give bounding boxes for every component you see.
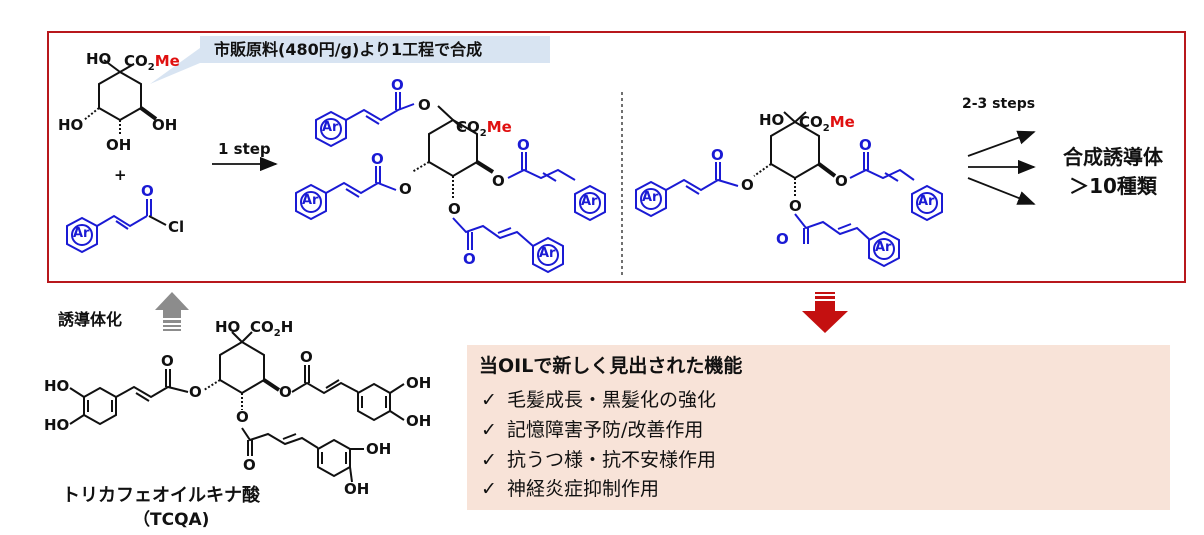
callout-text: 市販原料(480円/g)より1工程で合成 <box>214 40 483 59</box>
co-text: CO <box>250 318 274 336</box>
reaction-arrows-2-3-steps <box>967 130 1036 205</box>
atom-label-o: O <box>391 76 404 94</box>
atom-label-oh: OH <box>366 440 392 458</box>
atom-label-o: O <box>300 348 313 366</box>
atom-label-o: O <box>189 383 202 401</box>
function-item: ✓ 抗うつ様・抗不安様作用 <box>481 445 716 472</box>
atom-label-o: O <box>492 172 505 190</box>
atom-label-ho: HO <box>58 116 84 134</box>
atom-label-o: O <box>236 408 249 426</box>
result-line-2: ＞10種類 <box>1069 174 1157 198</box>
ester-label: CO2Me <box>799 113 855 134</box>
atom-label-o: O <box>776 230 789 248</box>
aryl-label: Ar <box>322 120 339 135</box>
aryl-label: Ar <box>539 246 556 261</box>
atom-label-o: O <box>789 197 802 215</box>
callout-cost-note: 市販原料(480円/g)より1工程で合成 <box>200 36 550 63</box>
function-item: ✓ 神経炎症抑制作用 <box>481 474 659 501</box>
acid-label: CO2H <box>250 318 293 339</box>
callout-pointer <box>150 48 200 84</box>
atom-label-oh: OH <box>406 374 432 392</box>
co-text: CO <box>456 118 480 136</box>
atom-label-o: O <box>859 136 872 154</box>
check-icon: ✓ <box>481 478 497 500</box>
atom-label-o: O <box>141 182 154 200</box>
product-tri-ester-structure <box>635 111 943 268</box>
result-down-arrow <box>802 292 848 333</box>
atom-label-o: O <box>517 136 530 154</box>
subscript-2: 2 <box>147 62 155 73</box>
derivatize-label: 誘導体化 <box>58 310 123 329</box>
aryl-label: Ar <box>918 194 935 209</box>
methyl-text: Me <box>486 118 512 136</box>
atom-label-o: O <box>835 172 848 190</box>
product-tetra-ester-structure <box>295 92 606 274</box>
hydrogen-text: H <box>280 318 294 336</box>
check-icon: ✓ <box>481 449 497 471</box>
step-label-1: 1 step <box>218 140 271 158</box>
co-text: CO <box>799 113 823 131</box>
derivatize-arrow <box>155 292 189 331</box>
result-derivatives: 合成誘導体 ＞10種類 <box>1048 141 1178 199</box>
atom-label-ho: HO <box>44 416 70 434</box>
function-item: ✓ 記憶障害予防/改善作用 <box>481 415 703 442</box>
ester-label: CO2Me <box>456 118 512 139</box>
atom-label-oh: OH <box>344 480 370 498</box>
subscript-2: 2 <box>479 128 487 139</box>
function-item: ✓ 毛髪成長・黒髪化の強化 <box>481 385 716 412</box>
aryl-label: Ar <box>302 193 319 208</box>
subscript-2: 2 <box>273 328 281 339</box>
functions-panel: 当OILで新しく見出された機能 ✓ 毛髪成長・黒髪化の強化 ✓ 記憶障害予防/改善作… <box>467 345 1170 510</box>
atom-label-o: O <box>711 146 724 164</box>
tcqa-abbreviation: （TCQA) <box>133 510 210 530</box>
cinnamoyl-chloride-structure <box>66 199 167 254</box>
co-text: CO <box>124 52 148 70</box>
atom-label-o: O <box>279 383 292 401</box>
atom-label-o: O <box>399 180 412 198</box>
atom-label-oh: OH <box>106 136 132 154</box>
methyl-quinate-structure <box>83 59 158 136</box>
function-item-text: 神経炎症抑制作用 <box>507 478 660 500</box>
atom-label-ho: HO <box>44 377 70 395</box>
atom-label-oh: OH <box>152 116 178 134</box>
functions-title: 当OILで新しく見出された機能 <box>479 355 743 377</box>
atom-label-oh: OH <box>406 412 432 430</box>
methyl-text: Me <box>154 52 180 70</box>
aryl-label: Ar <box>581 194 598 209</box>
reaction-frame <box>47 31 1186 283</box>
methyl-text: Me <box>829 113 855 131</box>
atom-label-o: O <box>463 250 476 268</box>
check-icon: ✓ <box>481 389 497 411</box>
function-item-text: 記憶障害予防/改善作用 <box>507 419 704 441</box>
aryl-label: Ar <box>73 226 90 241</box>
atom-label-ho: HO <box>86 50 112 68</box>
atom-label-o: O <box>741 176 754 194</box>
check-icon: ✓ <box>481 419 497 441</box>
atom-label-cl: Cl <box>168 218 185 236</box>
ester-label: CO2Me <box>124 52 180 73</box>
result-line-1: 合成誘導体 <box>1063 145 1163 169</box>
atom-label-ho: HO <box>215 318 241 336</box>
subscript-2: 2 <box>822 123 830 134</box>
function-item-text: 抗うつ様・抗不安様作用 <box>507 449 717 471</box>
atom-label-o: O <box>243 456 256 474</box>
atom-label-o: O <box>161 352 174 370</box>
tcqa-structure <box>69 331 405 483</box>
plus-sign: + <box>114 166 127 184</box>
atom-label-o: O <box>371 150 384 168</box>
aryl-label: Ar <box>642 190 659 205</box>
atom-label-o: O <box>418 96 431 114</box>
aryl-label: Ar <box>875 240 892 255</box>
atom-label-o: O <box>448 200 461 218</box>
atom-label-ho: HO <box>759 111 785 129</box>
function-item-text: 毛髪成長・黒髪化の強化 <box>507 389 717 411</box>
step-label-2-3: 2-3 steps <box>962 96 1036 112</box>
tcqa-name: トリカフェオイルキナ酸 <box>62 485 260 506</box>
